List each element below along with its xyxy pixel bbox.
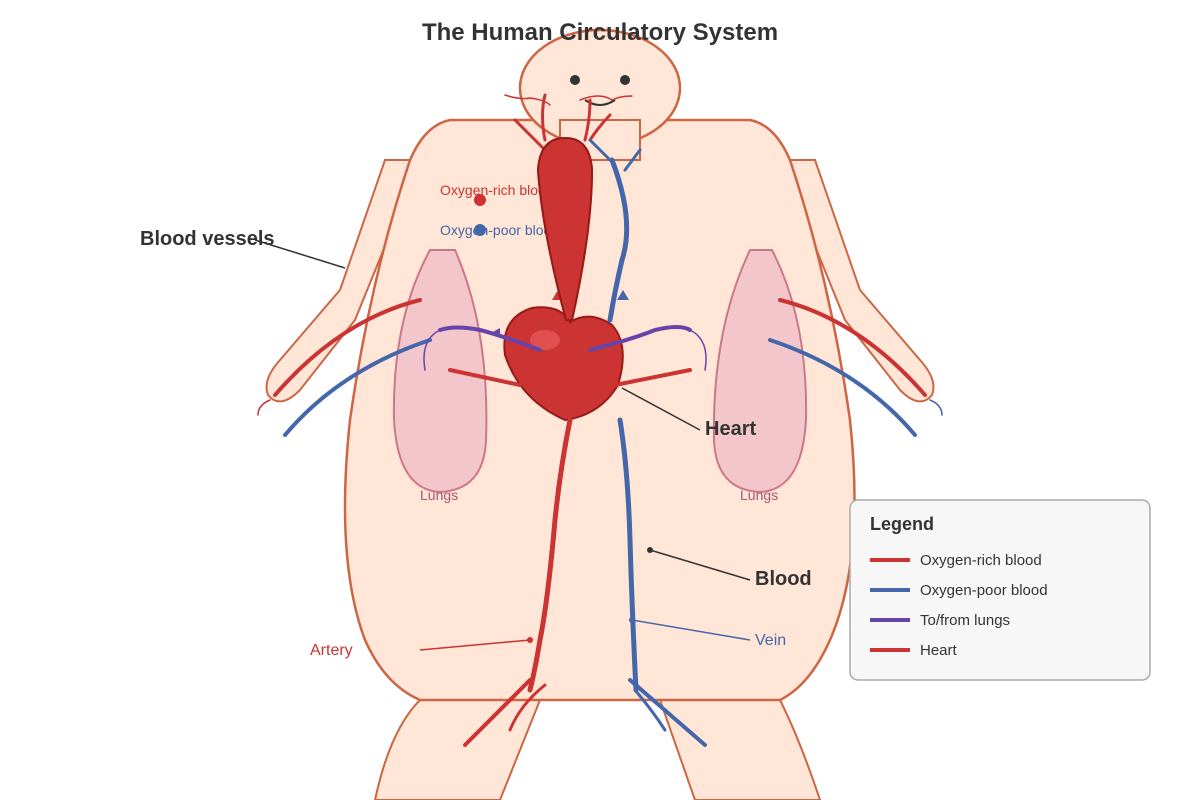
torso <box>343 118 856 702</box>
right-lung <box>712 249 808 494</box>
inferior-vena-cava <box>617 417 639 693</box>
left-leg <box>373 699 542 800</box>
left-arm <box>265 159 422 403</box>
aorta-overlay <box>536 136 594 321</box>
major-vessels <box>257 157 943 747</box>
body-figure <box>265 28 935 800</box>
artery-label: Artery <box>310 642 353 659</box>
oxygen-poor-dot <box>474 224 486 236</box>
right-eye <box>620 75 630 85</box>
vein-label: Vein <box>755 632 786 649</box>
right-leg <box>658 699 822 800</box>
right-arm <box>778 159 935 403</box>
legend-item-lungs: To/from lungs <box>920 612 1010 629</box>
legend: Legend Oxygen-rich blood Oxygen-poor blo… <box>849 499 1151 681</box>
superior-vena-cava <box>607 157 630 323</box>
callouts: Blood vessels Heart Blood Artery Vein Lu… <box>140 228 812 659</box>
oxygen-rich-label: Oxygen-rich blood <box>440 182 554 198</box>
heart-label: Heart <box>705 418 756 440</box>
mouth <box>584 99 616 106</box>
heart-leader <box>621 387 701 431</box>
legend-item-oxygen-poor: Oxygen-poor blood <box>920 582 1048 599</box>
legend-title: Legend <box>870 514 934 534</box>
legend-item-heart: Heart <box>920 642 958 659</box>
blood-vessels-leader <box>254 239 346 269</box>
legend-item-oxygen-rich: Oxygen-rich blood <box>920 552 1042 569</box>
blood-leader <box>649 549 751 581</box>
artery-leader <box>419 639 531 651</box>
legend-box <box>849 499 1151 681</box>
blood-vessels-label: Blood vessels <box>140 228 275 250</box>
descending-aorta <box>527 417 573 693</box>
heart-highlight <box>530 330 560 350</box>
left-eye <box>570 75 580 85</box>
vein-leader <box>631 619 751 641</box>
oxygen-poor-label: Oxygen-poor blood <box>440 222 559 238</box>
lungs <box>392 249 808 494</box>
left-lung <box>392 249 488 494</box>
oxygen-rich-dot <box>474 194 486 206</box>
page-title: The Human Circulatory System <box>422 19 778 46</box>
blood-label: Blood <box>755 568 812 590</box>
lungs-right-label: Lungs <box>740 487 778 503</box>
lungs-left-label: Lungs <box>420 487 458 503</box>
inline-key: Oxygen-rich blood Oxygen-poor blood <box>440 182 559 238</box>
